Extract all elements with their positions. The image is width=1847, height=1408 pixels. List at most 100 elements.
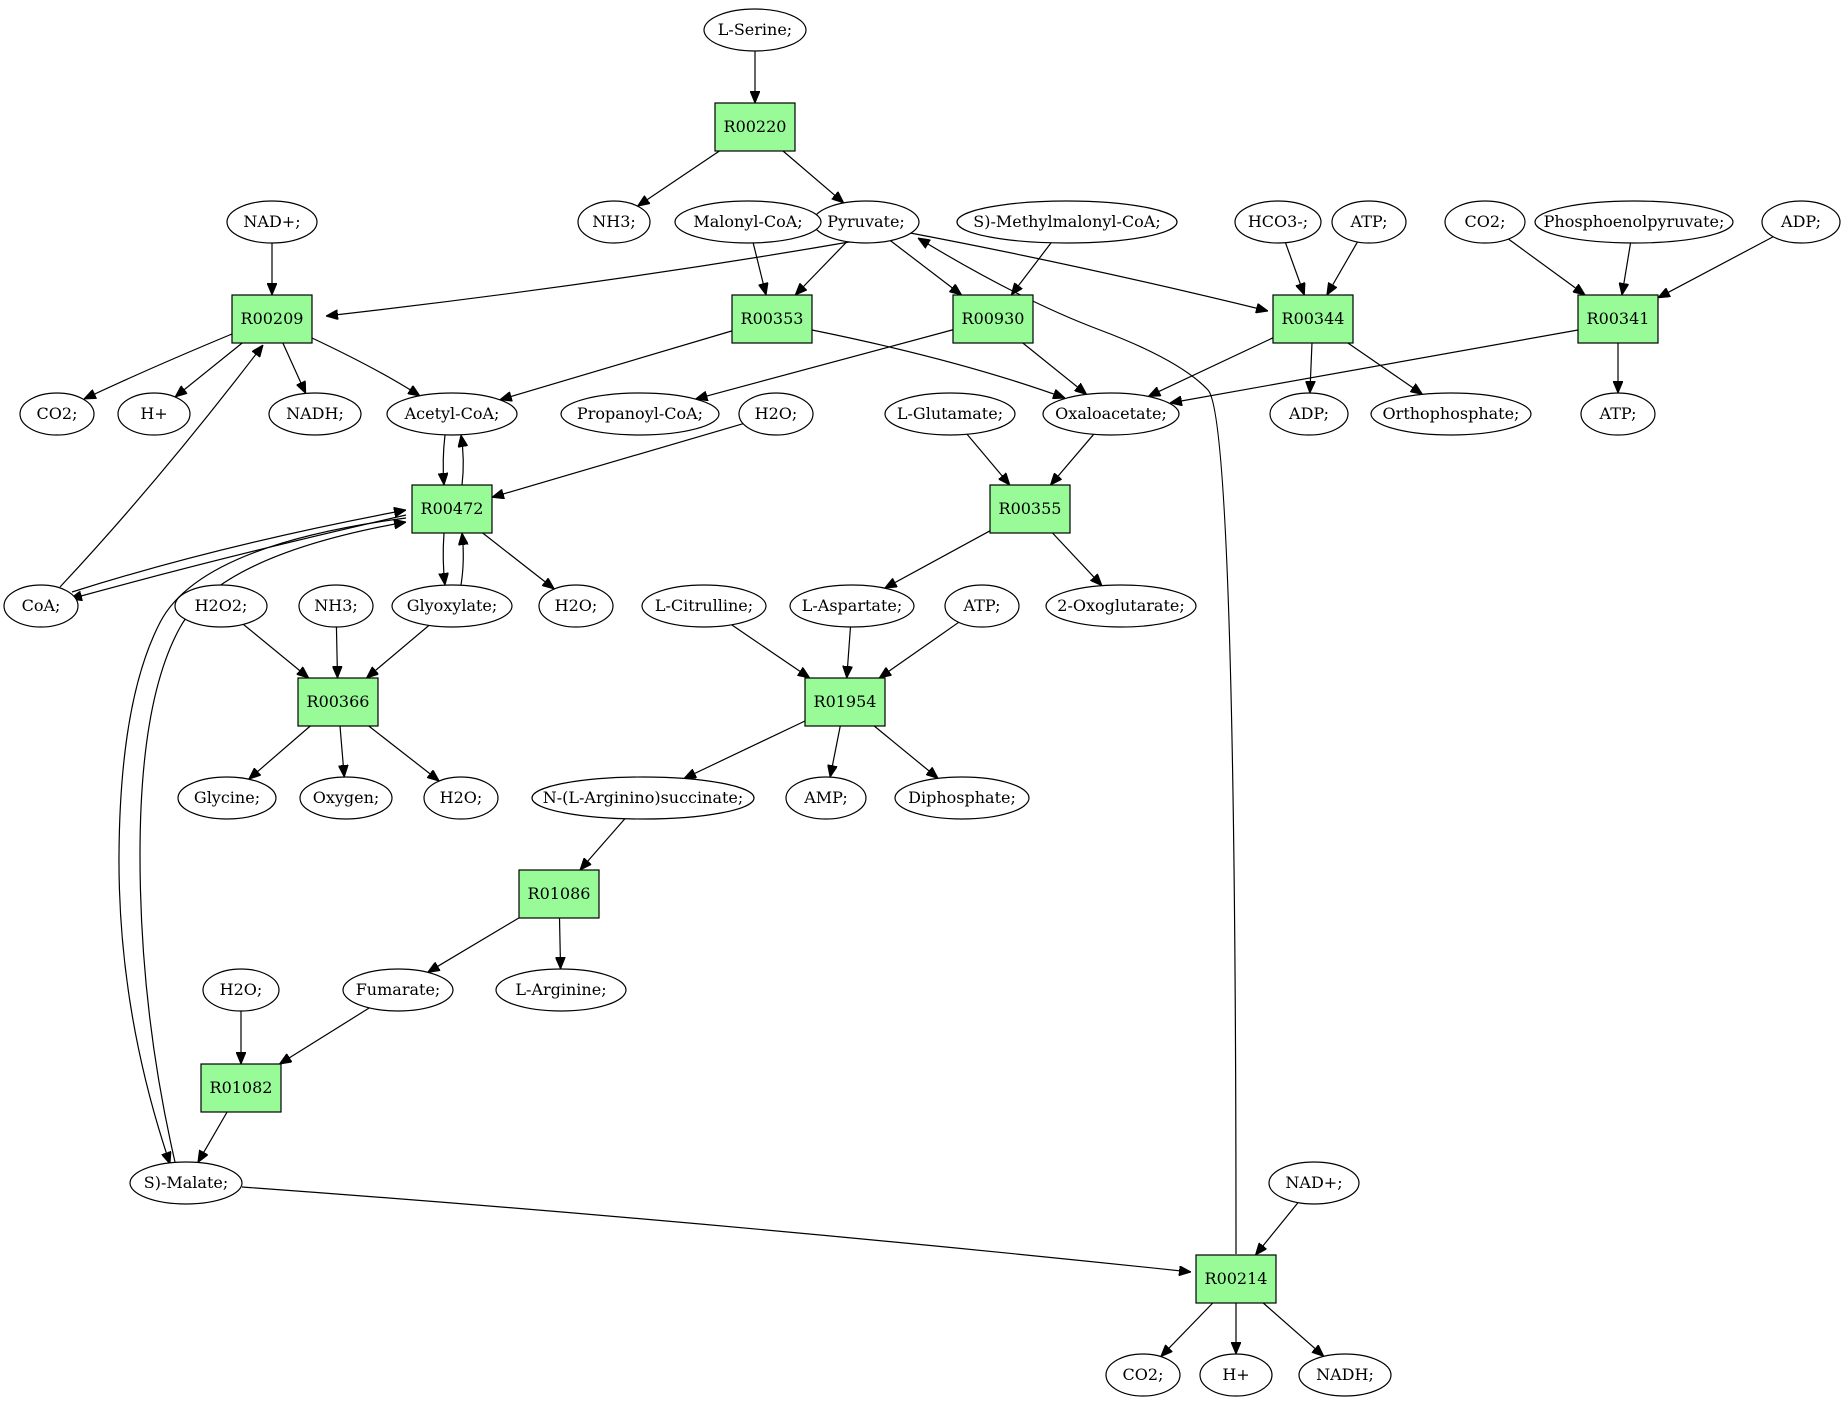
node-label: Propanoyl-CoA; — [577, 404, 703, 423]
compound-node-lglutamate: L-Glutamate; — [884, 392, 1016, 436]
compound-node-atp_b: ATP; — [1580, 392, 1656, 436]
edge-R01954-to-diphosphate — [873, 725, 938, 778]
edge-lcitrulline-to-R01954 — [731, 624, 810, 678]
compound-ellipse — [268, 392, 362, 436]
compound-ellipse — [177, 776, 277, 820]
node-label: NADH; — [286, 404, 344, 423]
compound-node-hplus_a: H+ — [117, 392, 191, 436]
edge-h2o2-to-R00366 — [242, 623, 308, 678]
node-label: R00355 — [999, 499, 1062, 518]
compound-node-co2_c: CO2; — [1105, 1353, 1181, 1397]
edge-R01082-to-smalate — [198, 1111, 228, 1162]
edge-R00366-to-oxygen — [340, 725, 344, 777]
node-label: Oxygen; — [313, 788, 380, 807]
node-label: Glycine; — [194, 788, 260, 807]
compound-node-hplus_b: H+ — [1199, 1353, 1273, 1397]
reaction-node-R00220: R00220 — [714, 102, 796, 152]
node-label: HCO3-; — [1248, 212, 1308, 231]
reaction-box — [989, 484, 1071, 534]
edge-R00209-to-hplus_a — [175, 342, 243, 397]
node-label: R00220 — [724, 117, 787, 136]
compound-ellipse — [1199, 1353, 1273, 1397]
edge-R00930-to-oxaloacetate — [1022, 342, 1087, 394]
compound-node-malonylcoa: Malonyl-CoA; — [674, 200, 822, 244]
compound-ellipse — [19, 392, 95, 436]
node-label: H2O; — [220, 980, 263, 999]
edge-lglutamate-to-R00355 — [966, 433, 1010, 485]
compound-ellipse — [956, 200, 1178, 244]
compound-ellipse — [174, 584, 268, 628]
compound-ellipse — [1045, 584, 1197, 628]
compound-node-oxaloacetate: Oxaloacetate; — [1042, 392, 1180, 436]
compound-ellipse — [423, 776, 499, 820]
edge-h2o_a-to-R00472 — [492, 423, 744, 498]
compound-node-pyruvate: Pyruvate; — [812, 200, 920, 244]
compound-ellipse — [1534, 200, 1734, 244]
compound-ellipse — [391, 584, 513, 628]
compound-node-coa: CoA; — [3, 584, 79, 628]
compound-ellipse — [1105, 1353, 1181, 1397]
edges-layer — [59, 51, 1774, 1357]
node-label: CO2; — [1123, 1365, 1164, 1384]
compound-ellipse — [1444, 200, 1526, 244]
node-label: Oxaloacetate; — [1055, 404, 1167, 423]
edge-R01954-to-arginosuccinate — [684, 720, 806, 778]
edge-R00344-to-oxaloacetate — [1148, 337, 1274, 397]
node-label: NADH; — [1316, 1365, 1374, 1384]
edge-R00209-to-co2_b — [84, 333, 233, 399]
node-label: H+ — [140, 404, 167, 423]
node-label: Pyruvate; — [827, 212, 905, 231]
compound-node-nadplus_a: NAD+; — [226, 200, 318, 244]
edge-coa-to-R00472 — [71, 510, 406, 593]
compound-ellipse — [3, 584, 79, 628]
node-label: ATP; — [1350, 212, 1388, 231]
edge-coa-to-R00209 — [59, 345, 263, 588]
node-label: R01954 — [814, 692, 877, 711]
node-label: ATP; — [963, 596, 1001, 615]
node-label: H2O2; — [195, 596, 248, 615]
reaction-box — [1577, 294, 1659, 344]
edge-R00930-to-propanoylcoa — [696, 329, 954, 399]
compound-ellipse — [531, 776, 755, 820]
reaction-node-R00214: R00214 — [1195, 1254, 1277, 1304]
edge-smalate-to-R00214 — [241, 1186, 1191, 1272]
edge-adp_a-to-R00341 — [1658, 236, 1774, 298]
reaction-box — [731, 294, 813, 344]
compound-ellipse — [577, 200, 651, 244]
compound-node-glycine: Glycine; — [177, 776, 277, 820]
edge-R00366-to-h2o_c — [368, 725, 439, 781]
node-label: AMP; — [803, 788, 848, 807]
reaction-box — [297, 677, 379, 727]
edge-glyoxylate-to-R00366 — [367, 624, 430, 678]
node-label: CO2; — [37, 404, 78, 423]
compound-node-hco3: HCO3-; — [1234, 200, 1322, 244]
node-label: NH3; — [314, 596, 358, 615]
compound-ellipse — [495, 968, 627, 1012]
edge-arginosuccinate-to-R01086 — [580, 818, 626, 870]
compound-ellipse — [894, 776, 1030, 820]
reaction-node-R00341: R00341 — [1577, 294, 1659, 344]
node-label: Phosphoenolpyruvate; — [1544, 212, 1725, 231]
node-label: CoA; — [22, 596, 61, 615]
node-label: L-Serine; — [718, 20, 792, 39]
compound-node-nh3_a: NH3; — [577, 200, 651, 244]
reaction-node-R01954: R01954 — [804, 677, 886, 727]
node-label: R01082 — [210, 1078, 273, 1097]
node-label: ADP; — [1288, 404, 1329, 423]
compound-ellipse — [1331, 200, 1407, 244]
compound-node-arginosuccinate: N-(L-Arginino)succinate; — [531, 776, 755, 820]
compound-ellipse — [202, 968, 280, 1012]
compound-node-adp_a: ADP; — [1761, 200, 1841, 244]
edge-R00344-to-adp_b — [1310, 342, 1312, 393]
node-label: N-(L-Arginino)succinate; — [543, 788, 744, 807]
reaction-node-R00472: R00472 — [411, 484, 493, 534]
compound-ellipse — [738, 392, 814, 436]
compound-ellipse — [226, 200, 318, 244]
node-label: S)-Methylmalonyl-CoA; — [973, 212, 1161, 231]
edge-R00209-to-nadh_a — [282, 342, 307, 393]
edge-acetylcoa-to-R00472 — [443, 434, 445, 485]
compound-node-h2o_a: H2O; — [738, 392, 814, 436]
compound-node-amp: AMP; — [785, 776, 867, 820]
compound-node-nadh_a: NADH; — [268, 392, 362, 436]
